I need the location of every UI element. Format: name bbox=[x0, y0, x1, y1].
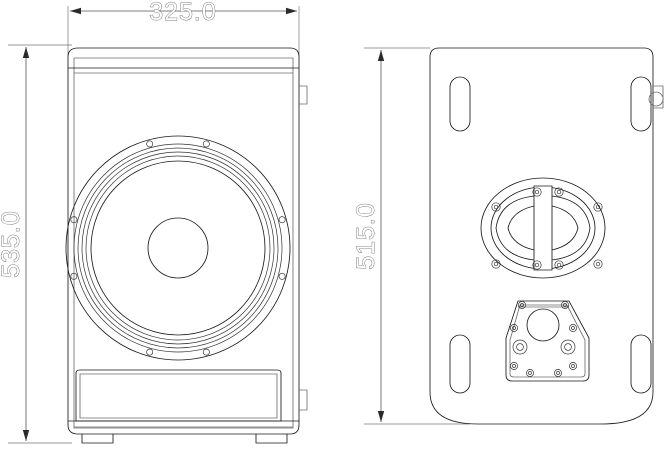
width-dim-arrow-left bbox=[70, 7, 81, 15]
side-edge-tab-ring bbox=[648, 91, 664, 107]
woofer-cone-edge bbox=[91, 161, 265, 335]
front-cabinet-outline bbox=[68, 48, 299, 434]
bracket-plate bbox=[506, 301, 589, 381]
front-bottom-port bbox=[68, 370, 299, 428]
woofer-mounting-hole bbox=[70, 216, 78, 224]
bracket-plate-outline bbox=[506, 301, 589, 381]
depth-dimension-label: 515.0 bbox=[352, 202, 380, 270]
woofer-driver bbox=[66, 136, 290, 360]
bottom-port-inner bbox=[79, 373, 278, 419]
front-baffle-inner-edge bbox=[73, 57, 294, 429]
rigging-plate-center-bar bbox=[534, 186, 552, 270]
bracket-screw bbox=[569, 324, 577, 332]
width-dim-arrow-right bbox=[286, 7, 297, 15]
side-view bbox=[430, 48, 664, 424]
height-dim-arrow-bottom bbox=[22, 430, 30, 441]
depth-dim-arrow-top bbox=[377, 50, 385, 61]
rigging-screw bbox=[554, 187, 564, 197]
foot-right bbox=[256, 434, 287, 443]
front-view bbox=[66, 48, 308, 443]
rigging-screw bbox=[593, 259, 603, 269]
bracket-screw bbox=[518, 301, 526, 309]
rigging-screw bbox=[491, 202, 501, 212]
width-dimension: 325.0 bbox=[67, 0, 300, 56]
rigging-plate-loop-left bbox=[496, 196, 534, 260]
rigging-plate-loop-left-inner bbox=[508, 206, 534, 250]
foot-left bbox=[82, 434, 113, 443]
woofer-outer-ring bbox=[66, 136, 290, 360]
height-dimension: 535.0 bbox=[0, 44, 72, 444]
slot-handle-bottom-left bbox=[450, 335, 470, 393]
depth-dim-arrow-bottom bbox=[377, 411, 385, 422]
bracket-plate-center-bore bbox=[527, 309, 559, 341]
bottom-port-outline bbox=[76, 370, 281, 421]
woofer-ring-5 bbox=[85, 155, 271, 341]
woofer-mounting-hole bbox=[202, 348, 210, 356]
bracket-screw bbox=[510, 362, 518, 370]
woofer-mounting-hole bbox=[278, 216, 286, 224]
rigging-plate-screws bbox=[491, 187, 603, 270]
front-side-handle-tab-lower bbox=[299, 389, 308, 411]
bracket-screw bbox=[554, 369, 562, 377]
bracket-plate-screws bbox=[510, 301, 577, 377]
rigging-screw bbox=[491, 259, 501, 269]
height-dimension-label: 535.0 bbox=[0, 210, 25, 278]
woofer-ring-2 bbox=[73, 143, 283, 353]
rigging-plate bbox=[481, 178, 605, 278]
woofer-ring-4 bbox=[81, 151, 275, 345]
front-feet bbox=[82, 434, 287, 443]
bracket-plate-inner-edge bbox=[509, 304, 586, 378]
woofer-mounting-hole bbox=[70, 272, 78, 280]
woofer-mounting-hole bbox=[202, 140, 210, 148]
bracket-screw bbox=[510, 324, 518, 332]
rigging-screw bbox=[593, 202, 603, 212]
woofer-ring-3 bbox=[77, 147, 279, 349]
handle-tab-upper bbox=[299, 85, 308, 105]
bracket-screw bbox=[561, 301, 569, 309]
woofer-dust-cap bbox=[148, 218, 208, 278]
woofer-mounting-hole bbox=[146, 348, 154, 356]
rigging-screw bbox=[554, 260, 564, 270]
rigging-plate-loop-right bbox=[552, 196, 590, 260]
woofer-mounting-hole bbox=[278, 272, 286, 280]
side-edge-tab-upper bbox=[653, 85, 664, 109]
bracket-screw bbox=[526, 369, 534, 377]
side-edge-tabs bbox=[648, 85, 664, 109]
front-side-handle-tab bbox=[299, 85, 308, 105]
bracket-washer bbox=[512, 339, 528, 355]
woofer-mounting-hole bbox=[146, 140, 154, 148]
rigging-screw bbox=[532, 260, 542, 270]
slot-handle-top-left bbox=[450, 77, 470, 131]
height-dim-arrow-top bbox=[22, 47, 30, 58]
handle-tab-lower bbox=[299, 389, 308, 411]
front-top-band bbox=[68, 68, 299, 74]
side-slot-handles-bottom bbox=[450, 335, 651, 393]
bracket-screw bbox=[569, 362, 577, 370]
rigging-screw bbox=[532, 187, 542, 197]
slot-handle-bottom-right bbox=[631, 335, 651, 393]
bracket-washer bbox=[560, 339, 576, 355]
depth-height-dimension: 515.0 bbox=[352, 47, 470, 425]
width-dimension-label: 325.0 bbox=[149, 0, 217, 26]
rigging-plate-loop-right-inner bbox=[552, 206, 578, 250]
